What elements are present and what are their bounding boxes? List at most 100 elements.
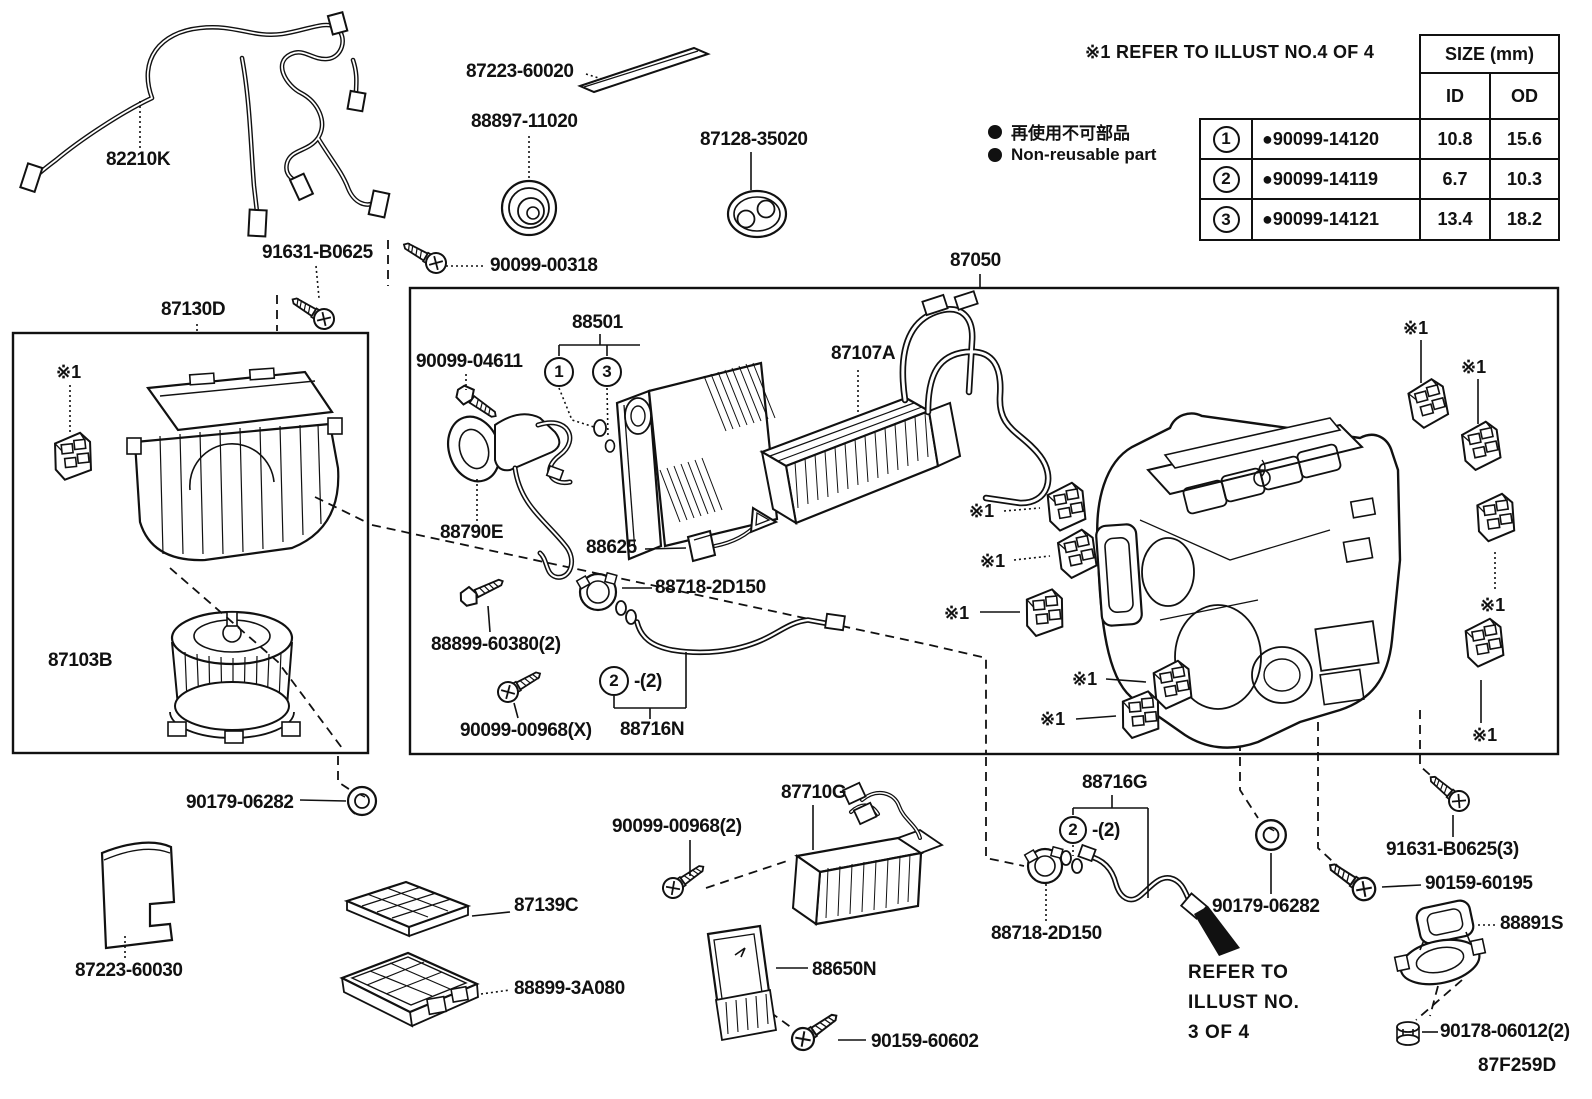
eev-88718-2d150-lower-drawing (1023, 845, 1083, 885)
part-label-87223-60020: 87223-60020 (466, 61, 574, 82)
leader-lines-bottom (124, 799, 1497, 1041)
blower-motor-87103b-drawing (167, 610, 301, 744)
ptc-heater-87710g-drawing (791, 781, 944, 926)
size-row-1-num: 1 (1199, 118, 1253, 160)
nut-90178-06012-drawing (1396, 1021, 1420, 1046)
evaporator-core-drawing (593, 361, 779, 561)
screw-90159-60195-drawing (1322, 854, 1381, 906)
refer-arrow-icon (1194, 906, 1240, 956)
part-label-88718-2d150-upper: 88718-2D150 (655, 577, 766, 598)
drain-88891s-drawing (1393, 899, 1487, 986)
ref-marker-2: ※1 (980, 551, 1006, 571)
ref-illust-note: ※1 REFER TO ILLUST NO.4 OF 4 (1085, 42, 1375, 62)
callout-circle-3: 3 (592, 357, 622, 387)
grommet-90179-06282-right-drawing (1254, 818, 1288, 852)
heater-core-87107a-drawing (759, 290, 1052, 526)
ref-marker-8: ※1 (1480, 595, 1506, 615)
size-row-1-od: 15.6 (1489, 118, 1560, 160)
size-row-1-part: ●90099-14120 (1251, 118, 1421, 160)
part-label-88891s: 88891S (1500, 913, 1564, 934)
size-row-1-id: 10.8 (1419, 118, 1491, 160)
size-row-2-id: 6.7 (1419, 158, 1491, 200)
wire-harness-82210k-drawing (19, 11, 391, 238)
blower-housing-87130d-drawing (126, 367, 343, 562)
part-label-88899-3a080: 88899-3A080 (514, 978, 625, 999)
seal-87223-60020-drawing (577, 46, 711, 94)
hvac-assembly-box (408, 286, 1560, 756)
size-table-col-od: OD (1489, 72, 1560, 120)
part-label-88716n: 88716N (620, 719, 685, 740)
ref-marker-4: ※1 (1072, 669, 1098, 689)
legend-jp: 再使用不可部品 (988, 119, 1130, 144)
part-label-87130d: 87130D (161, 299, 226, 320)
leader-lines-main-box (465, 370, 859, 719)
pipe-88716n-drawing (634, 612, 846, 656)
grommet-88897-11020-drawing (500, 179, 558, 237)
part-label-90159-60195: 90159-60195 (1425, 873, 1533, 894)
ref-marker-7: ※1 (1461, 357, 1487, 377)
refer-note: REFER TO ILLUST NO. 3 OF 4 (1188, 958, 1300, 1048)
callout-qty-upper: -(2) (634, 671, 662, 692)
filter-87139c-drawing (343, 880, 472, 938)
bolt-88899-60380-drawing (456, 572, 508, 610)
part-label-87710g: 87710G (781, 782, 847, 803)
part-label-87103b: 87103B (48, 650, 113, 671)
part-label-87223-60030: 87223-60030 (75, 960, 183, 981)
callout-88501-bracket (558, 334, 640, 439)
diagram-code: 87F259D (1478, 1055, 1557, 1076)
size-row-2-part: ●90099-14119 (1251, 158, 1421, 200)
part-label-88790e: 88790E (440, 522, 504, 543)
ref-marker-6: ※1 (1403, 318, 1429, 338)
part-label-87128-35020: 87128-35020 (700, 129, 808, 150)
bracket-88716n (613, 652, 687, 719)
screw-90159-60602-drawing (786, 1005, 844, 1056)
connector-blower-drawing (51, 430, 95, 482)
part-label-87050: 87050 (950, 250, 1001, 271)
part-label-90179-06282-right: 90179-06282 (1212, 896, 1320, 917)
size-row-3-num: 3 (1199, 198, 1253, 241)
non-reusable-dot-icon (988, 124, 1002, 139)
part-label-87107a: 87107A (831, 343, 896, 364)
table-circle-1: 1 (1212, 125, 1240, 153)
size-row-3-part: ●90099-14121 (1251, 198, 1421, 241)
size-table-col-id: ID (1419, 72, 1491, 120)
table-circle-2: 2 (1212, 165, 1240, 193)
blower-unit-box (11, 331, 370, 755)
ref-marker-blower: ※1 (56, 362, 82, 382)
ref-marker-3: ※1 (944, 603, 970, 623)
part-label-90159-60602: 90159-60602 (871, 1031, 979, 1052)
eev-88718-2d150-drawing (575, 571, 637, 625)
callout-qty-lower: -(2) (1092, 820, 1120, 841)
legend-en-text: Non-reusable part (1011, 145, 1157, 164)
duct-87223-60030-drawing (100, 841, 176, 950)
size-row-3-id: 13.4 (1419, 198, 1491, 241)
part-label-91631-b0625-3: 91631-B0625(3) (1386, 839, 1519, 860)
amplifier-88650n-drawing (706, 924, 778, 1042)
valve-assembly-88790e-drawing (447, 413, 575, 580)
table-circle-3: 3 (1212, 206, 1240, 233)
part-label-88650n: 88650N (812, 959, 877, 980)
part-label-90179-06282-left: 90179-06282 (186, 792, 294, 813)
legend-en: Non-reusable part (988, 145, 1156, 165)
refer-note-line3: 3 OF 4 (1188, 1022, 1250, 1043)
leader-lines-top (139, 73, 981, 332)
part-label-87139c: 87139C (514, 895, 579, 916)
grommet-90179-06282-left-drawing (346, 785, 378, 817)
size-table-title: SIZE (mm) (1419, 34, 1560, 74)
callout-circle-2-upper: 2 (599, 666, 629, 696)
size-row-2-od: 10.3 (1489, 158, 1560, 200)
grommet-87128-35020-drawing (726, 189, 788, 239)
part-label-88501: 88501 (572, 312, 623, 333)
part-label-88716g: 88716G (1082, 772, 1148, 793)
ref-marker-5: ※1 (1040, 709, 1066, 729)
screw-90099-00318-drawing (397, 234, 451, 278)
ref-marker-1: ※1 (969, 501, 995, 521)
size-row-3-od: 18.2 (1489, 198, 1560, 241)
part-label-90099-00968-2: 90099-00968(2) (612, 816, 742, 837)
part-label-90099-04611: 90099-04611 (416, 351, 523, 372)
part-label-88899-60380: 88899-60380(2) (431, 634, 561, 655)
screw-91631-b0625-3-drawing (1423, 768, 1475, 817)
callout-circle-2-lower: 2 (1059, 816, 1087, 844)
reference-dashed-lines (69, 385, 1463, 1029)
part-label-91631-b0625: 91631-B0625 (262, 242, 373, 263)
